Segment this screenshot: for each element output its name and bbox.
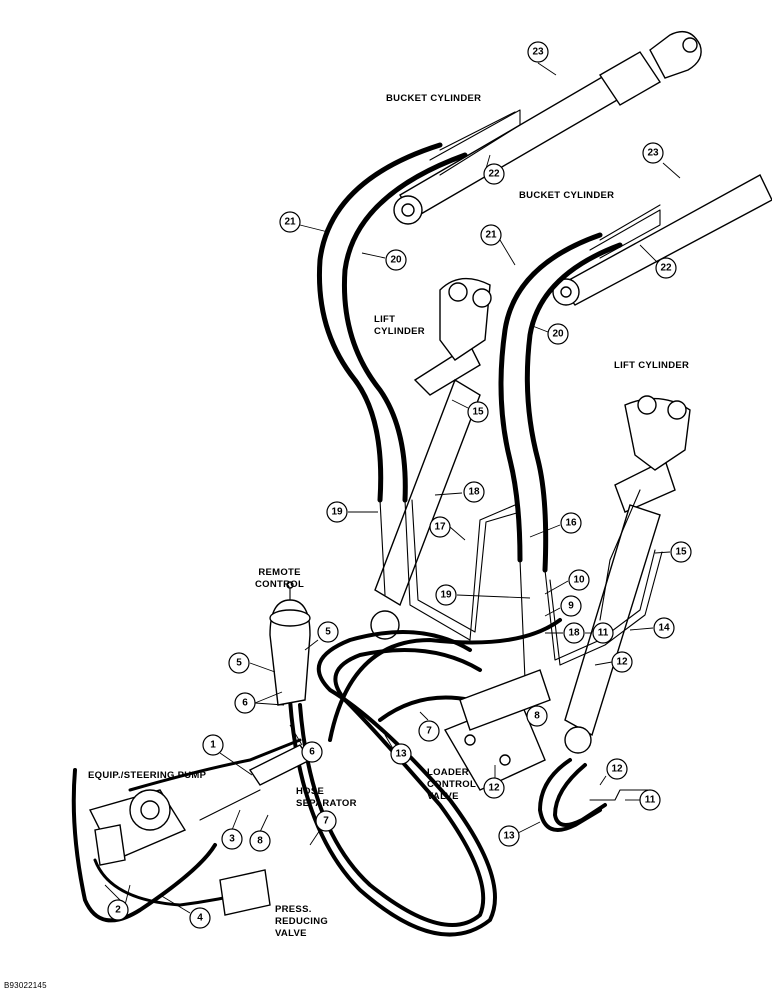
label-remote-control: REMOTE CONTROL	[255, 567, 305, 590]
callout-17: 17	[434, 522, 446, 533]
callout-5a: 5	[325, 627, 331, 638]
callout-10: 10	[573, 575, 585, 586]
callout-18a: 18	[468, 487, 480, 498]
lift-cylinder-right	[564, 395, 691, 754]
callout-21b: 21	[485, 230, 497, 241]
callout-19a: 19	[331, 507, 343, 518]
label-loader-control-valve: LOADER CONTROL VALVE	[427, 767, 477, 802]
callout-6b: 6	[309, 747, 315, 758]
callout-21a: 21	[284, 217, 296, 228]
label-hose-separator: HOSE SEPARATOR	[296, 786, 357, 809]
callout-12a: 12	[616, 657, 628, 668]
callout-23a: 23	[532, 47, 544, 58]
callout-20a: 20	[390, 255, 402, 266]
callout-22b: 22	[660, 263, 672, 274]
callout-12c: 12	[611, 764, 623, 775]
callout-7b: 7	[323, 816, 329, 827]
figure-id: B93022145	[4, 981, 47, 990]
callout-20b: 20	[552, 329, 564, 340]
callout-13a: 13	[395, 749, 407, 760]
callout-9: 9	[568, 601, 574, 612]
loader-control-valve	[443, 669, 551, 791]
remote-control	[269, 581, 311, 706]
lift-cylinder-left	[370, 277, 492, 640]
callout-18b: 18	[568, 628, 580, 639]
callout-11a: 11	[598, 628, 609, 639]
callout-3: 3	[229, 834, 235, 845]
callouts: 23 22 23 22 21 20 21 20 15 19 18 17 16 1…	[104, 41, 692, 929]
label-equip-steering-pump: EQUIP./STEERING PUMP	[88, 770, 207, 781]
callout-16: 16	[565, 518, 577, 529]
callout-7a: 7	[426, 726, 432, 737]
press-reducing-valve	[219, 869, 271, 916]
label-bucket-cylinder-top: BUCKET CYLINDER	[386, 93, 482, 104]
callout-15b: 15	[675, 547, 687, 558]
label-press-reducing-valve: PRESS. REDUCING VALVE	[275, 904, 329, 939]
label-lift-cylinder-right: LIFT CYLINDER	[614, 360, 690, 371]
callout-15a: 15	[472, 407, 484, 418]
label-lift-cylinder-left: LIFT CYLINDER	[374, 314, 425, 337]
callout-4: 4	[197, 913, 203, 924]
callout-22a: 22	[488, 169, 500, 180]
callout-8a: 8	[534, 711, 540, 722]
callout-5b: 5	[236, 658, 242, 669]
callout-6a: 6	[242, 698, 248, 709]
equip-steering-pump	[88, 789, 187, 866]
bucket-cylinder-upper	[393, 31, 702, 225]
label-bucket-cylinder-right: BUCKET CYLINDER	[519, 190, 615, 201]
callout-8b: 8	[257, 836, 263, 847]
callout-19b: 19	[440, 590, 452, 601]
callout-13b: 13	[503, 831, 515, 842]
callout-12b: 12	[488, 783, 500, 794]
callout-2: 2	[115, 905, 121, 916]
callout-23b: 23	[647, 148, 659, 159]
callout-14: 14	[658, 623, 670, 634]
bucket-cylinder-right	[552, 174, 772, 306]
callout-1: 1	[210, 740, 216, 751]
callout-11b: 11	[645, 795, 656, 806]
